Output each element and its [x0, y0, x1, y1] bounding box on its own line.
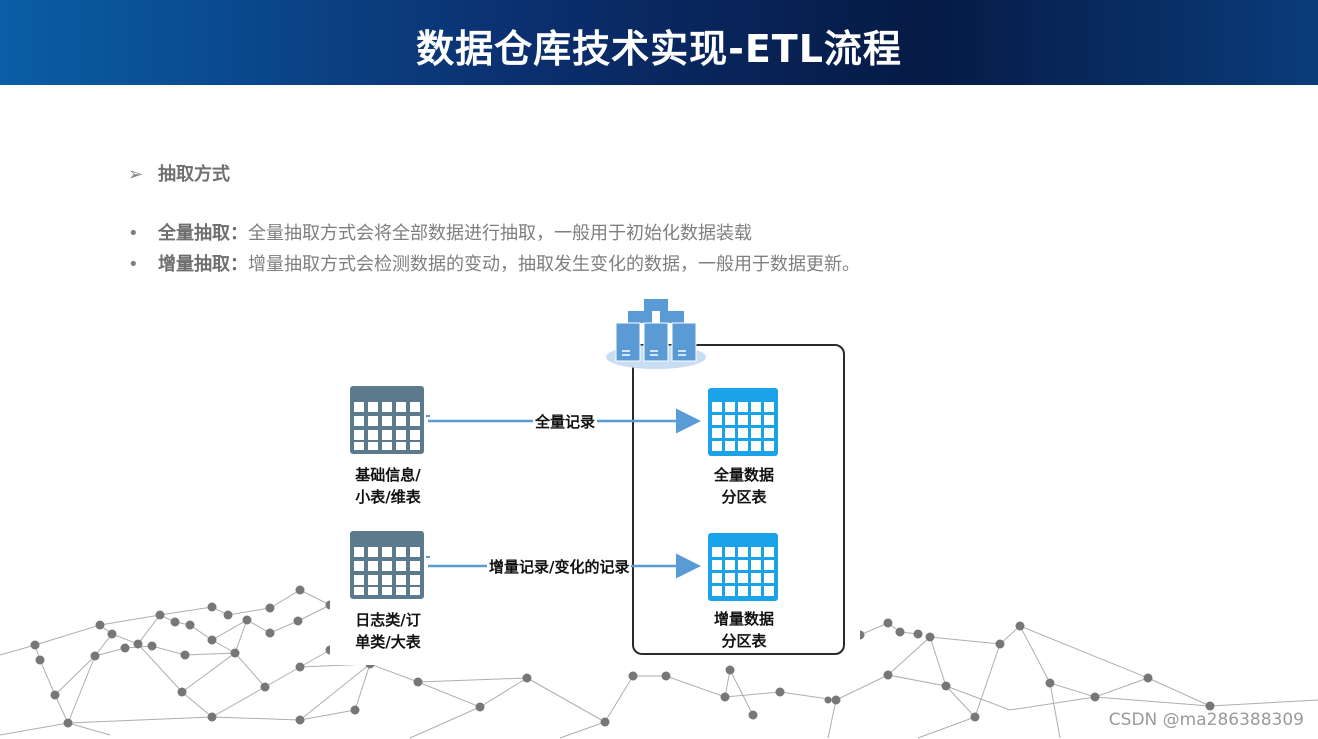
arrow-label: 全量记录	[533, 411, 598, 432]
bullet-term: 增量抽取：	[158, 254, 248, 275]
bullet-text: 增量抽取方式会检测数据的变动，抽取发生变化的数据，一般用于数据更新。	[248, 254, 860, 275]
target-label: 全量数据 分区表	[692, 464, 796, 508]
arrow-bullet-icon: ➢	[128, 164, 144, 185]
source-table-icon	[350, 386, 424, 454]
target-label-line: 全量数据	[713, 466, 774, 484]
source-label: 基础信息/ 小表/维表	[336, 464, 440, 508]
source-label-line: 小表/维表	[355, 488, 421, 506]
target-label: 增量数据 分区表	[692, 608, 796, 652]
page-title: 数据仓库技术实现-ETL流程	[416, 27, 902, 71]
target-label-line: 分区表	[721, 488, 767, 506]
source-label-line: 日志类/订	[355, 611, 421, 629]
section-heading: ➢ 抽取方式	[128, 160, 230, 185]
target-label-line: 增量数据	[713, 610, 774, 628]
server-cluster-icon	[606, 299, 706, 369]
list-item: • 全量抽取：全量抽取方式会将全部数据进行抽取，一般用于初始化数据装载	[128, 219, 752, 244]
bullet-dot: •	[128, 254, 139, 275]
arrow-label: 增量记录/变化的记录	[487, 556, 632, 577]
bullet-dot: •	[128, 223, 139, 244]
network-background	[0, 560, 1318, 739]
watermark: CSDN @ma286388309	[1108, 710, 1304, 730]
source-label-line: 单类/大表	[355, 633, 421, 651]
target-table-icon	[708, 533, 778, 601]
bullet-text: 全量抽取方式会将全部数据进行抽取，一般用于初始化数据装载	[248, 223, 752, 244]
target-label-line: 分区表	[721, 632, 767, 650]
title-banner: 数据仓库技术实现-ETL流程	[0, 0, 1318, 85]
source-label-line: 基础信息/	[355, 466, 421, 484]
section-heading-text: 抽取方式	[158, 164, 230, 185]
source-label: 日志类/订 单类/大表	[336, 609, 440, 653]
target-table-icon	[708, 388, 778, 456]
source-table-icon	[350, 531, 424, 599]
list-item: • 增量抽取：增量抽取方式会检测数据的变动，抽取发生变化的数据，一般用于数据更新。	[128, 250, 860, 275]
bullet-term: 全量抽取：	[158, 223, 248, 244]
